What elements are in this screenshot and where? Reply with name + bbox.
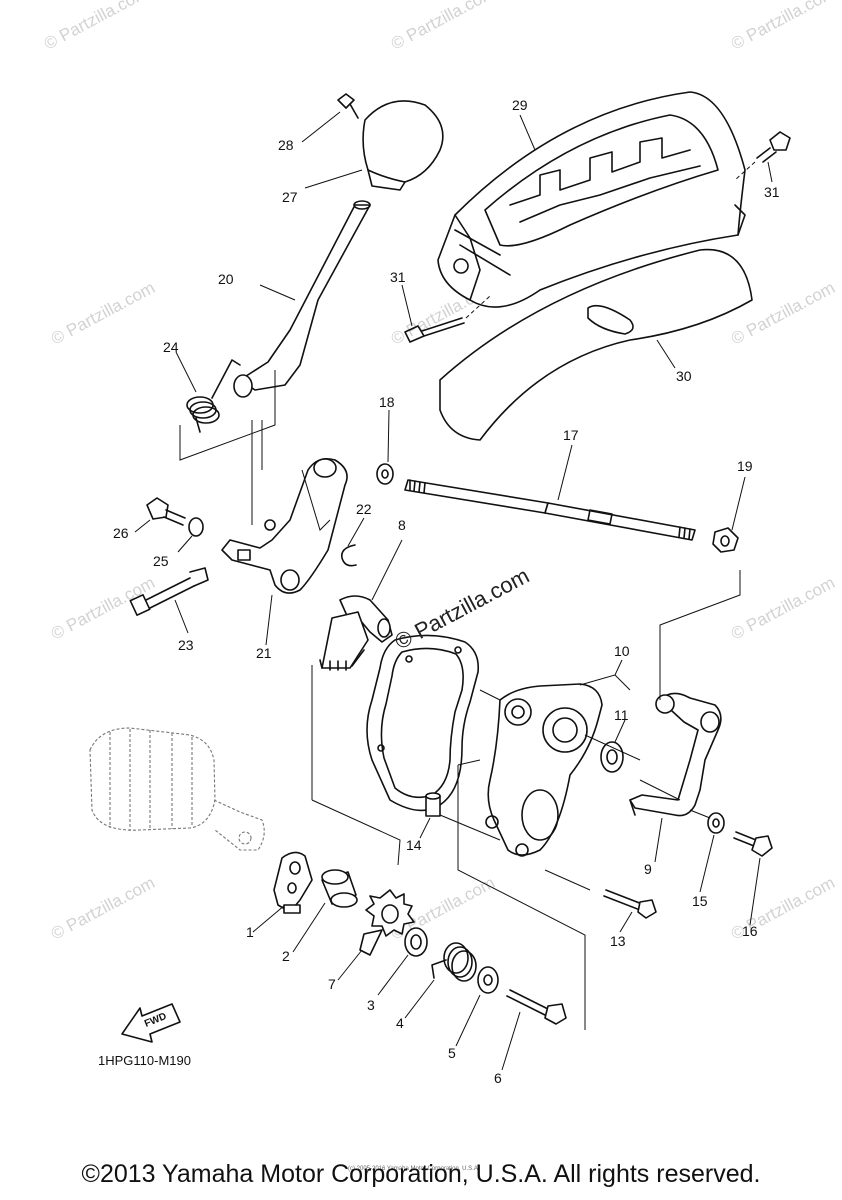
part-7-star-gear	[359, 889, 415, 956]
part-3-washer	[404, 927, 428, 957]
callout-28: 28	[278, 137, 294, 153]
callout-21: 21	[256, 645, 272, 661]
callout-4: 4	[396, 1015, 404, 1031]
callout-7: 7	[328, 976, 336, 992]
callout-9: 9	[644, 861, 652, 877]
part-27-shift-knob	[362, 100, 444, 191]
fwd-arrow-icon: FWD	[121, 1003, 181, 1043]
callout-10: 10	[614, 643, 630, 659]
callout-22: 22	[356, 501, 372, 517]
part-24-spring	[186, 359, 241, 433]
copyright-footer: ©2013 Yamaha Motor Corporation, U.S.A. A…	[81, 1160, 761, 1188]
callout-29: 29	[512, 97, 528, 113]
part-31-bolt-left	[404, 295, 491, 343]
callout-13: 13	[610, 933, 626, 949]
callout-20: 20	[218, 271, 234, 287]
guide-lines	[179, 370, 741, 1030]
callout-3: 3	[367, 997, 375, 1013]
watermark: © Partzilla.com	[48, 873, 158, 944]
part-8-segment-gear	[319, 595, 393, 671]
part-30-lower-panel	[439, 248, 753, 441]
callout-1: 1	[246, 924, 254, 940]
shift-drum-reference	[89, 727, 265, 851]
part-1-stopper	[273, 851, 313, 914]
callout-labels: 1 2 3 4 5 6 7 8 9 10 11 13 14 15 16 17 1…	[113, 97, 780, 1086]
leader-lines	[134, 111, 773, 1071]
small-copyright: (c) 2005-2016 Yamaha Motor Corporation, …	[348, 1166, 480, 1172]
part-19-nut	[712, 527, 739, 553]
callout-23: 23	[178, 637, 194, 653]
callout-25: 25	[153, 553, 169, 569]
callout-17: 17	[563, 427, 579, 443]
part-22-clip	[340, 544, 357, 567]
callout-19: 19	[737, 458, 753, 474]
part-26-bolt	[146, 497, 186, 526]
callout-15: 15	[692, 893, 708, 909]
part-16-bolt	[733, 831, 773, 857]
watermark: © Partzilla.com	[388, 0, 498, 54]
callout-31: 31	[390, 269, 406, 285]
part-31-bolt-right	[734, 131, 791, 181]
callout-30: 30	[676, 368, 692, 384]
callout-27: 27	[282, 189, 298, 205]
watermark: © Partzilla.com	[728, 573, 838, 644]
part-28-knob-screw	[337, 93, 359, 119]
part-10-housing-cover	[485, 683, 603, 857]
part-18-bushing	[376, 463, 394, 485]
watermark: © Partzilla.com	[41, 0, 151, 54]
callout-14: 14	[406, 837, 422, 853]
part-2-collar	[321, 869, 358, 908]
callout-18: 18	[379, 394, 395, 410]
part-15-washer	[707, 812, 725, 834]
callout-5: 5	[448, 1045, 456, 1061]
part-23-bolt	[129, 567, 209, 617]
callout-31: 31	[764, 184, 780, 200]
part-29-shift-gate-cover	[437, 91, 746, 308]
watermark: © Partzilla.com	[728, 0, 838, 54]
part-21-shift-arm	[221, 457, 348, 594]
part-13-bolt	[603, 889, 657, 919]
part-17-shift-rod	[404, 479, 696, 541]
callout-6: 6	[494, 1070, 502, 1086]
watermark: © Partzilla.com	[48, 278, 158, 349]
part-20-shift-lever	[233, 200, 371, 398]
part-4-torsion-spring	[431, 942, 477, 982]
callout-8: 8	[398, 517, 406, 533]
callout-26: 26	[113, 525, 129, 541]
callout-24: 24	[163, 339, 179, 355]
diagram-code: 1HPG110-M190	[98, 1053, 191, 1068]
part-5-washer	[477, 966, 499, 994]
part-14-dowel	[425, 792, 441, 817]
part-11-oil-seal	[600, 741, 624, 773]
part-6-bolt	[506, 989, 567, 1025]
callout-16: 16	[742, 923, 758, 939]
callout-2: 2	[282, 948, 290, 964]
part-25-washer	[188, 517, 204, 537]
callout-11: 11	[614, 707, 629, 723]
gasket	[366, 634, 480, 812]
